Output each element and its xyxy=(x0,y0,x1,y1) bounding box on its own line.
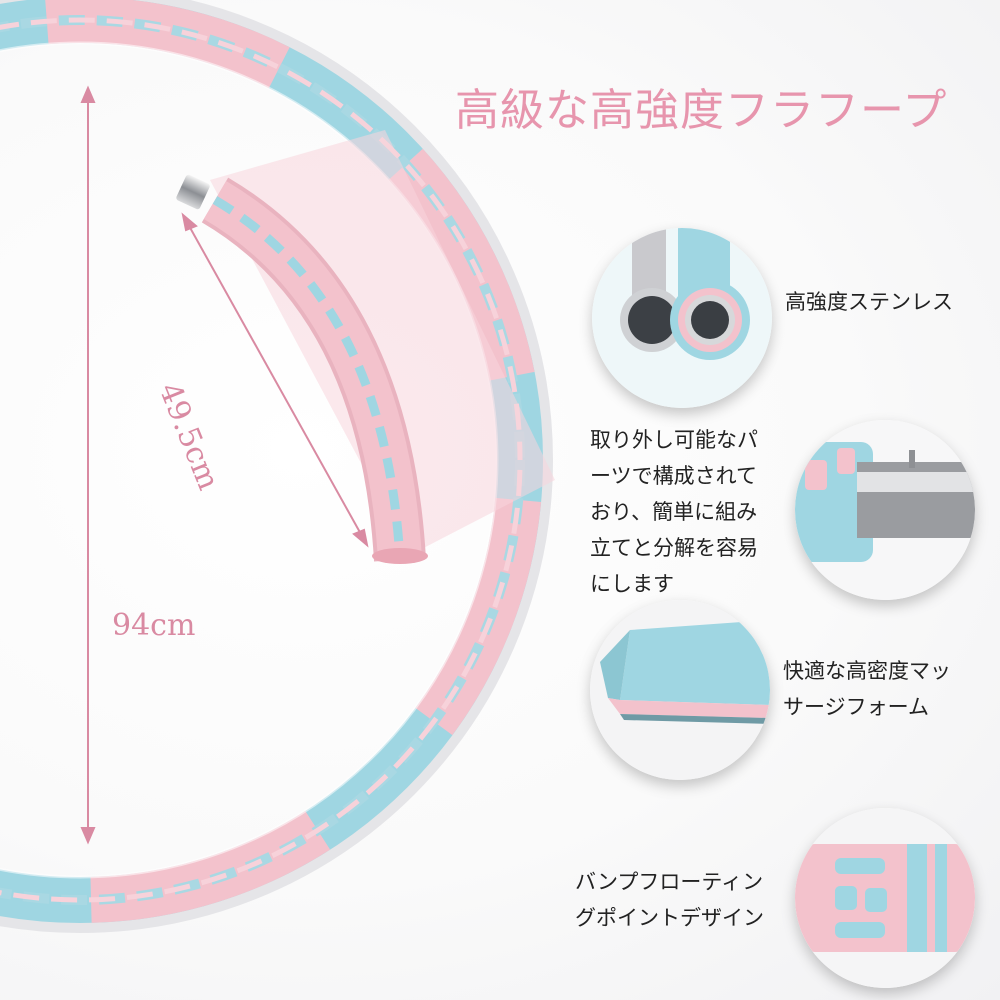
feature-foam-line-1: 快適な高密度マッ xyxy=(783,659,951,683)
detachable-joint-icon xyxy=(795,420,975,600)
feature-bump-line-1: バンプフローティン xyxy=(575,870,764,894)
feature-detachable-line-5: にします xyxy=(590,572,674,596)
feature-steel-circle xyxy=(592,228,772,408)
feature-detachable-line-1: 取り外し可能なパ xyxy=(590,428,758,452)
feature-bump-line-2: グポイントデザイン xyxy=(575,906,764,930)
feature-detachable-line-4: 立てと分解を容易 xyxy=(590,536,758,560)
feature-detachable-line-3: おり、簡単に組み xyxy=(590,500,758,524)
feature-detachable-label: 取り外し可能なパ ーツで構成されて おり、簡単に組み 立てと分解を容易 にします xyxy=(590,422,758,602)
feature-foam-circle xyxy=(590,600,770,780)
feature-steel-line-1: 高強度ステンレス xyxy=(785,290,953,314)
diameter-arrow xyxy=(80,85,96,845)
feature-detachable-circle xyxy=(795,420,975,600)
diameter-label: 94cm xyxy=(112,608,196,643)
feature-bump-label: バンプフローティン グポイントデザイン xyxy=(575,864,764,936)
feature-foam-label: 快適な高密度マッ サージフォーム xyxy=(783,653,951,725)
feature-foam-line-2: サージフォーム xyxy=(783,695,929,719)
segment-length-arrow xyxy=(181,212,369,548)
bump-pattern-icon xyxy=(795,808,975,988)
foam-layer-icon xyxy=(590,600,770,780)
detached-segment xyxy=(176,174,428,564)
feature-detachable-line-2: ーツで構成されて xyxy=(590,464,757,488)
steel-tube-cross-section-icon xyxy=(592,228,772,408)
feature-steel-label: 高強度ステンレス xyxy=(785,284,953,320)
product-title: 高級な高強度フラフープ xyxy=(455,85,948,136)
feature-bump-circle xyxy=(795,808,975,988)
